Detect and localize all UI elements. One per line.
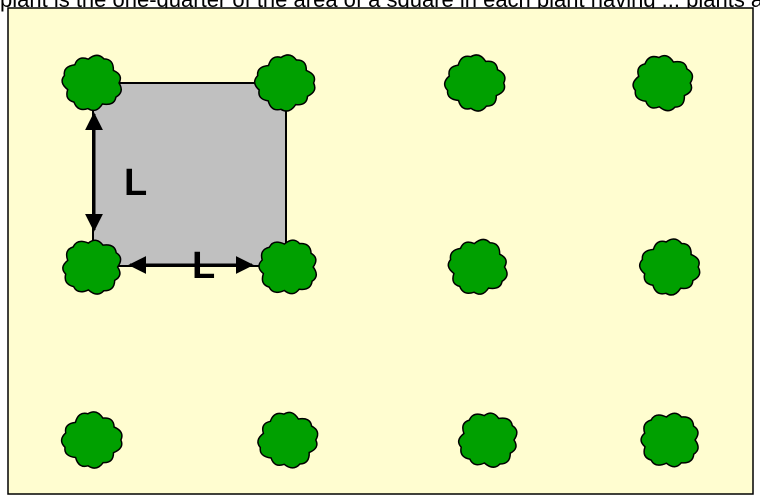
tree-icon	[459, 413, 517, 467]
tree-icon	[259, 240, 316, 294]
side-length-label-horizontal: L	[192, 245, 215, 287]
tree-icon	[641, 413, 698, 466]
side-length-label-vertical: L	[124, 162, 147, 204]
plant-area-square	[93, 83, 286, 266]
tree-icon	[63, 240, 121, 294]
